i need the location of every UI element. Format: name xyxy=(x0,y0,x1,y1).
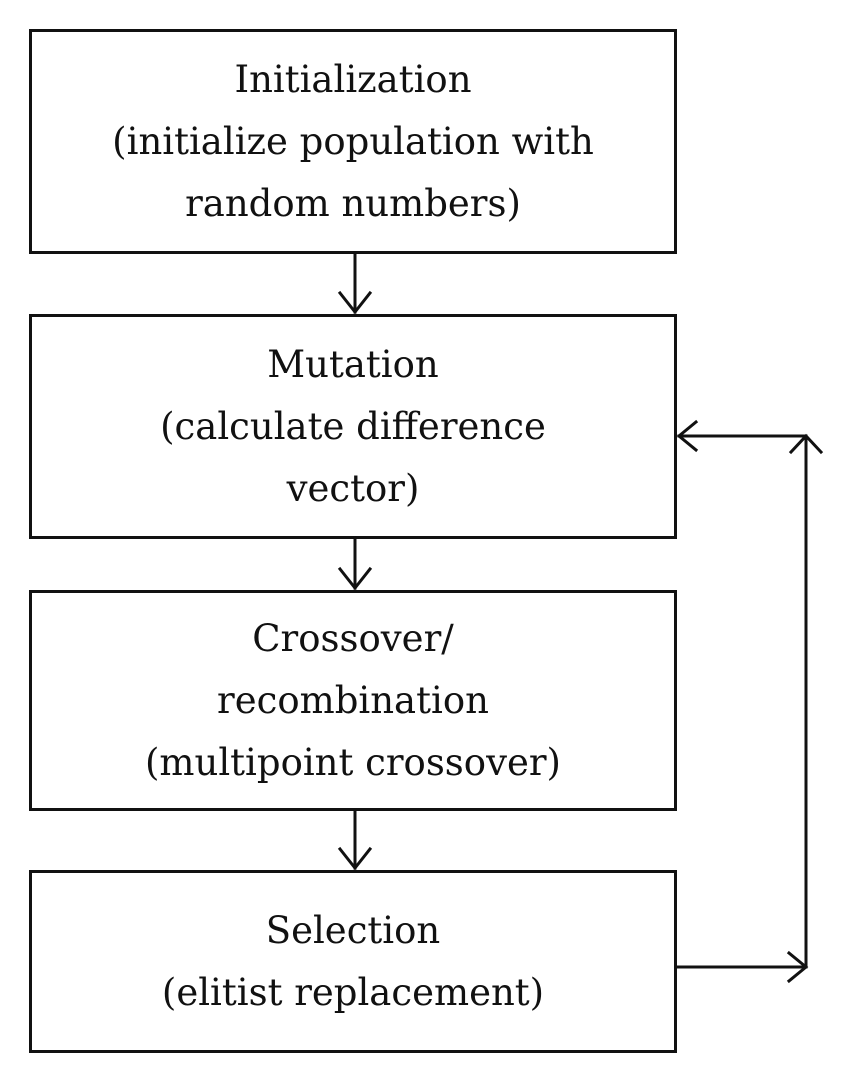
initialization-box: Initialization (initialize population wi… xyxy=(29,29,677,254)
mutation-detail-line-1: (calculate difference xyxy=(160,404,546,448)
crossover-box: Crossover/ recombination (multipoint cro… xyxy=(29,590,677,811)
mutation-detail-line-2: vector) xyxy=(286,466,420,510)
mutation-box: Mutation (calculate difference vector) xyxy=(29,314,677,539)
crossover-title-line-2: recombination xyxy=(217,678,489,722)
arrow-init-to-mutation xyxy=(337,252,373,315)
arrow-crossover-to-selection xyxy=(337,809,373,871)
arrow-loop-upward xyxy=(788,433,824,969)
selection-detail: (elitist replacement) xyxy=(161,970,545,1014)
initialization-detail-line-2: random numbers) xyxy=(185,181,521,225)
selection-title: Selection xyxy=(265,908,441,952)
crossover-title: Crossover/ xyxy=(252,616,454,660)
crossover-detail: (multipoint crossover) xyxy=(145,740,561,784)
mutation-title: Mutation xyxy=(267,342,439,386)
arrow-selection-to-loop xyxy=(675,950,809,984)
initialization-detail-line-1: (initialize population with xyxy=(112,119,594,163)
arrow-mutation-to-crossover xyxy=(337,537,373,591)
arrow-loop-to-mutation xyxy=(676,419,808,453)
initialization-title: Initialization xyxy=(234,57,472,101)
selection-box: Selection (elitist replacement) xyxy=(29,870,677,1053)
